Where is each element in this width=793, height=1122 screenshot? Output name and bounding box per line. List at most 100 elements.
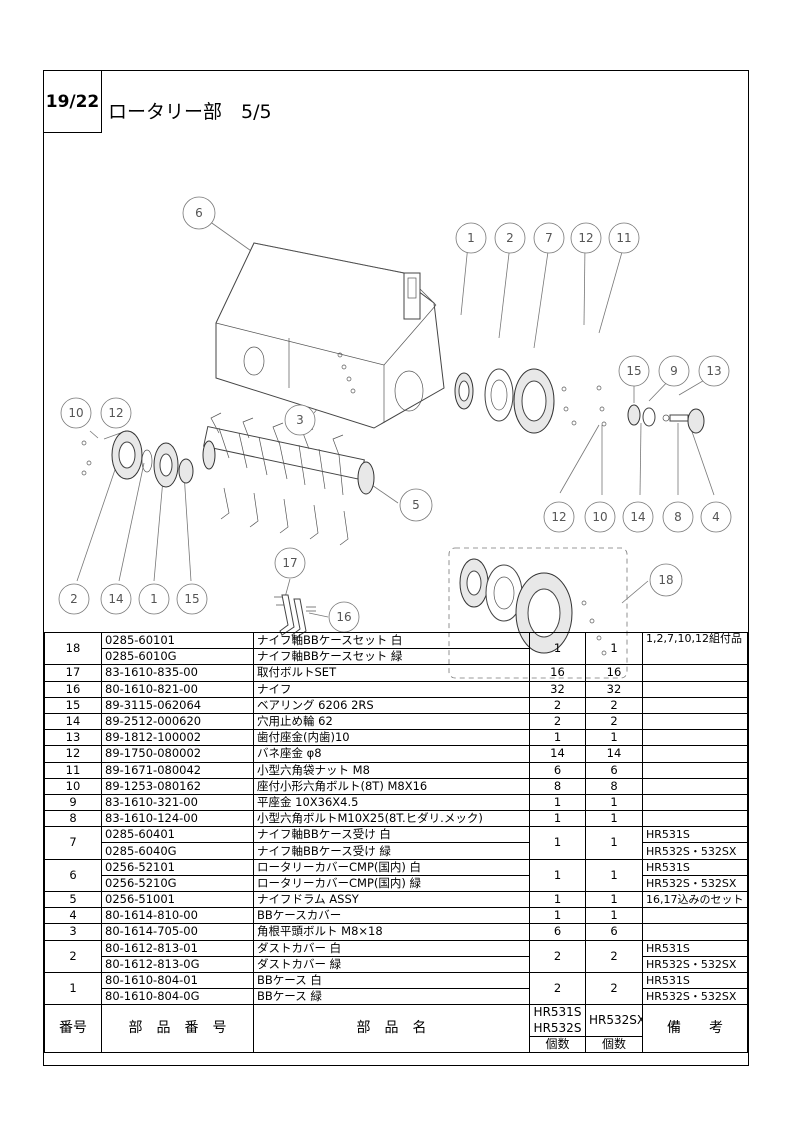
callout-6: 6 (182, 196, 216, 230)
set-18-group (448, 547, 628, 679)
header-qty-1: 個数 (529, 1035, 586, 1053)
callout-12: 12 (570, 222, 602, 254)
part-name: BBケースカバー (253, 907, 530, 925)
part-no: 14 (44, 712, 102, 731)
callout-15: 15 (618, 355, 650, 387)
part-code: 0256-5210G (101, 874, 254, 893)
svg-text:4: 4 (712, 510, 720, 524)
part-code: 0285-6040G (101, 842, 254, 860)
qty-hr531s-532s: 1 (529, 729, 586, 747)
qty-hr532sx: 6 (585, 761, 643, 779)
svg-text:6: 6 (195, 206, 203, 220)
svg-text:15: 15 (626, 364, 641, 378)
svg-text:17: 17 (282, 556, 297, 570)
part-code: 83-1610-321-00 (101, 793, 254, 812)
part-name: ナイフ (253, 680, 530, 698)
part-name: BBケース 緑 (253, 988, 530, 1006)
callout-14-left: 14 (100, 583, 132, 615)
part-code: 0256-52101 (101, 858, 254, 876)
qty-hr532sx: 8 (585, 777, 643, 795)
part-name: 角根平頭ボルト M8×18 (253, 923, 530, 941)
rotary-cover-part (215, 242, 445, 429)
qty-hr532sx: 16 (585, 664, 643, 682)
svg-text:8: 8 (674, 510, 682, 524)
part-name: ベアリング 6206 2RS (253, 696, 530, 714)
part-code: 89-1812-100002 (101, 729, 254, 747)
qty-hr531s-532s: 2 (529, 712, 586, 731)
qty-hr532sx: 1 (585, 729, 643, 747)
svg-text:14: 14 (108, 592, 123, 606)
part-note: HR532S・532SX (642, 874, 748, 893)
part-code: 89-2512-000620 (101, 712, 254, 731)
qty-hr531s-532s: 1 (529, 890, 586, 909)
part-code: 0285-6010G (101, 648, 254, 666)
part-no: 12 (44, 745, 102, 763)
svg-text:1: 1 (150, 592, 158, 606)
callout-5: 5 (399, 488, 433, 522)
qty-hr531s-532s: 14 (529, 745, 586, 763)
callout-11: 11 (608, 222, 640, 254)
qty-hr532sx: 1 (585, 810, 643, 828)
callout-18: 18 (649, 563, 683, 597)
part-note (642, 680, 748, 698)
qty-hr532sx: 1 (585, 631, 643, 666)
part-code: 80-1610-804-0G (101, 988, 254, 1006)
svg-text:16: 16 (336, 610, 351, 624)
qty-hr532sx: 2 (585, 971, 643, 1006)
part-name: ナイフ軸BBケースセット 白 (253, 631, 530, 650)
callout-12-left: 12 (100, 397, 132, 429)
part-name: ナイフ軸BBケース受け 緑 (253, 842, 530, 860)
bb-case-left-parts (81, 430, 194, 488)
part-name: 小型六角袋ナット M8 (253, 761, 530, 779)
part-note: HR532S・532SX (642, 988, 748, 1006)
part-code: 80-1614-810-00 (101, 907, 254, 925)
part-code: 80-1612-813-0G (101, 955, 254, 973)
header-qty-2: 個数 (585, 1035, 643, 1053)
page-number: 19/22 (44, 71, 102, 133)
callout-15-left: 15 (176, 583, 208, 615)
qty-hr532sx: 1 (585, 826, 643, 860)
svg-text:3: 3 (296, 413, 304, 427)
callout-2: 2 (494, 222, 526, 254)
header-model-1a: HR531S (529, 1004, 586, 1021)
svg-text:13: 13 (706, 364, 721, 378)
part-name: ロータリーカバーCMP(国内) 白 (253, 858, 530, 876)
header-note: 備 考 (642, 1004, 748, 1053)
part-code: 80-1610-804-01 (101, 971, 254, 990)
part-code: 80-1612-813-01 (101, 939, 254, 957)
callout-1-left: 1 (138, 583, 170, 615)
qty-hr531s-532s: 6 (529, 923, 586, 941)
part-note: HR531S (642, 826, 748, 844)
page-frame: 19/22 ロータリー部 5/5 (43, 70, 749, 1066)
qty-hr531s-532s: 1 (529, 810, 586, 828)
callout-10-lower: 10 (584, 501, 616, 533)
part-no: 11 (44, 761, 102, 779)
qty-hr531s-532s: 1 (529, 907, 586, 925)
part-no: 3 (44, 923, 102, 941)
part-no: 18 (44, 631, 102, 666)
qty-hr531s-532s: 1 (529, 793, 586, 812)
part-code: 89-1253-080162 (101, 777, 254, 795)
qty-hr532sx: 2 (585, 712, 643, 731)
callout-17: 17 (274, 547, 306, 579)
callout-7: 7 (533, 222, 565, 254)
part-note (642, 664, 748, 682)
part-note (642, 696, 748, 714)
qty-hr532sx: 2 (585, 696, 643, 714)
qty-hr531s-532s: 1 (529, 858, 586, 893)
svg-text:12: 12 (551, 510, 566, 524)
part-name: 穴用止め輪 62 (253, 712, 530, 731)
svg-text:5: 5 (412, 498, 420, 512)
qty-hr531s-532s: 1 (529, 826, 586, 860)
part-name: ダストカバー 緑 (253, 955, 530, 973)
qty-hr531s-532s: 2 (529, 971, 586, 1006)
page-title: ロータリー部 5/5 (108, 101, 272, 123)
bb-case-right-parts (454, 368, 607, 434)
